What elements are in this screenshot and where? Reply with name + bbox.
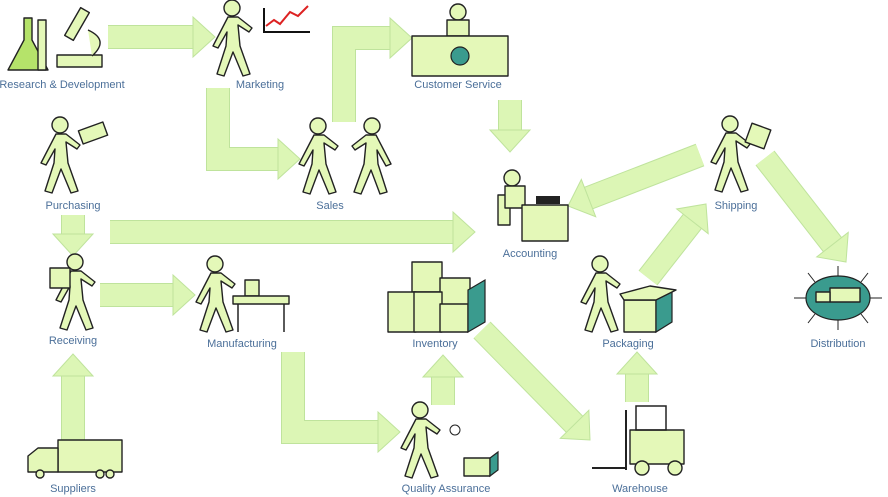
node-label-manufacturing: Manufacturing	[207, 338, 277, 350]
node-label-shipping: Shipping	[714, 200, 758, 212]
inventory-icon	[387, 261, 486, 334]
flow-arrows	[51, 15, 849, 454]
node-label-distribution: Distribution	[810, 338, 866, 350]
flow-arrow-11	[281, 352, 401, 454]
flow-arrow-6	[51, 215, 95, 257]
suppliers-truck-icon	[27, 439, 123, 479]
research-development-icon	[7, 6, 103, 71]
shipping-icon	[710, 115, 772, 193]
node-label-receiving: Receiving	[48, 335, 98, 347]
flow-arrow-10	[51, 353, 95, 440]
node-label-customer-service: Customer Service	[414, 79, 502, 91]
flow-arrow-2	[206, 88, 301, 181]
node-label-sales: Sales	[316, 200, 344, 212]
node-label-purchasing: Purchasing	[45, 200, 101, 212]
node-label-accounting: Accounting	[502, 248, 558, 260]
node-label-packaging: Packaging	[602, 338, 654, 350]
flow-arrow-1	[108, 15, 216, 59]
distribution-icon	[794, 266, 882, 330]
flow-arrow-9	[100, 273, 196, 317]
flow-arrow-8	[755, 150, 849, 263]
customer-service-icon	[411, 3, 509, 77]
warehouse-forklift-icon	[592, 405, 685, 476]
flow-arrow-12	[421, 354, 465, 405]
flow-arrow-14	[615, 351, 659, 402]
flow-arrow-5	[110, 210, 476, 254]
node-label-suppliers: Suppliers	[50, 483, 96, 495]
sales-icon	[298, 117, 392, 195]
node-label-warehouse: Warehouse	[612, 483, 668, 495]
marketing-icon	[212, 0, 310, 77]
accounting-icon	[497, 169, 569, 242]
purchasing-icon	[40, 116, 109, 194]
flow-arrow-13	[473, 321, 591, 441]
node-label-quality-assurance: Quality Assurance	[401, 483, 491, 495]
flow-arrow-4	[488, 100, 532, 153]
flow-arrow-7	[567, 143, 705, 218]
flow-arrow-3	[332, 16, 413, 122]
packaging-icon	[580, 255, 677, 334]
receiving-icon	[49, 253, 96, 331]
quality-assurance-icon	[400, 401, 499, 479]
manufacturing-icon	[195, 255, 290, 333]
flow-arrow-15	[638, 203, 709, 286]
node-label-marketing: Marketing	[235, 79, 285, 91]
node-label-research-development: Research & Development	[0, 79, 125, 91]
node-label-inventory: Inventory	[412, 338, 458, 350]
